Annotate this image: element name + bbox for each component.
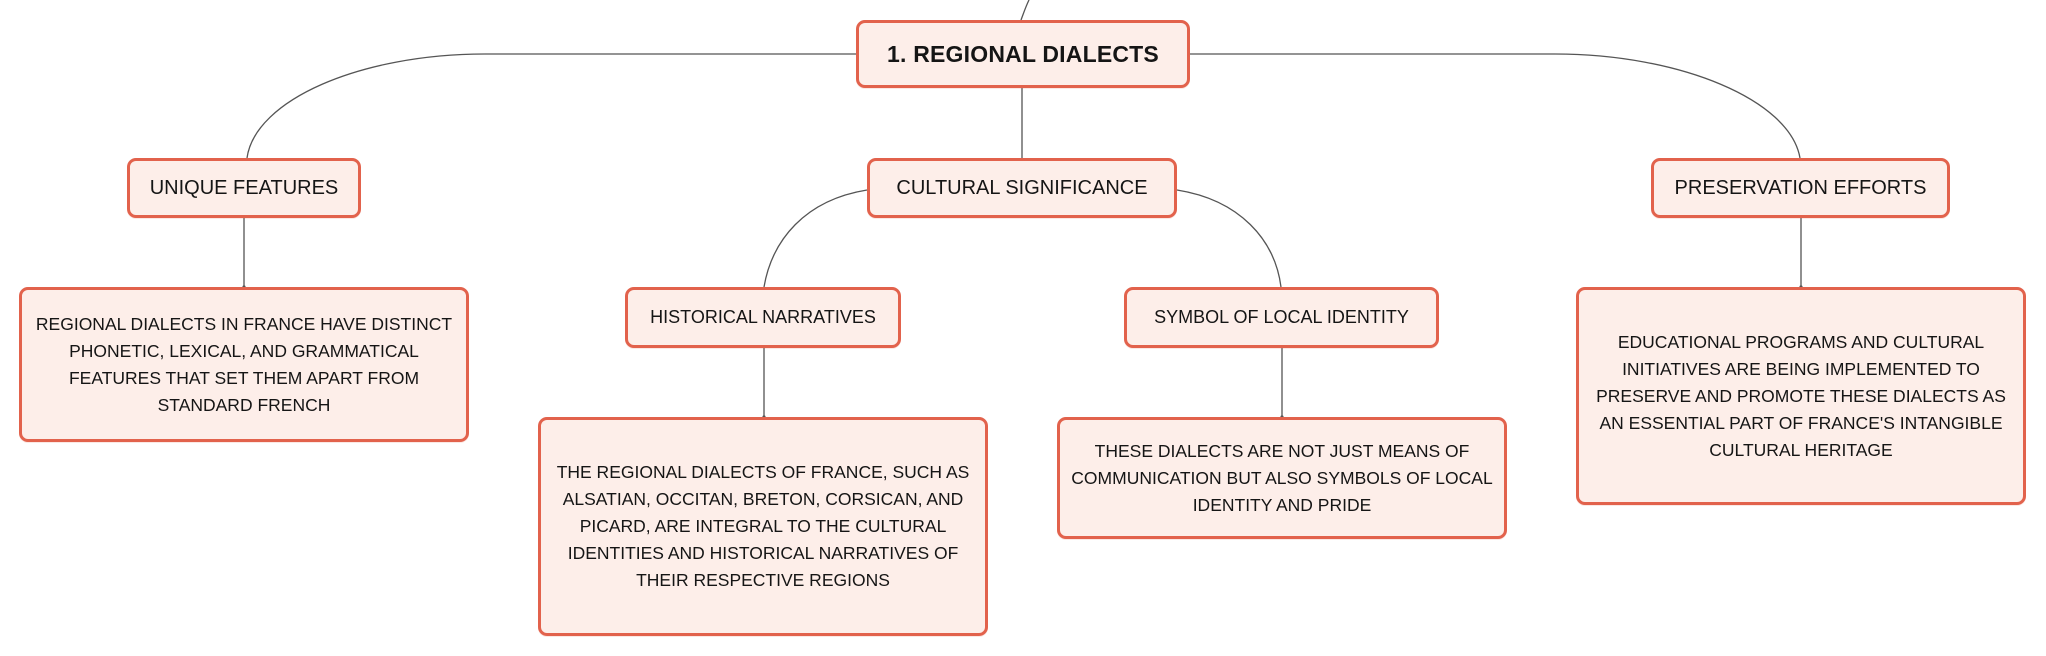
cultural-significance-label: CULTURAL SIGNIFICANCE xyxy=(896,176,1148,199)
historical-narratives-label: HISTORICAL NARRATIVES xyxy=(650,307,876,327)
root-node-label: 1. REGIONAL DIALECTS xyxy=(887,40,1159,67)
connector-cultural-to-historical xyxy=(763,189,868,288)
connector-root-to-preservation-efforts xyxy=(1190,53,1801,159)
unique-features-node[interactable]: UNIQUE FEATURES xyxy=(127,158,361,218)
preservation-efforts-description: EDUCATIONAL PROGRAMS AND CULTURAL INITIA… xyxy=(1596,331,2006,460)
preservation-efforts-label: PRESERVATION EFFORTS xyxy=(1674,176,1927,199)
symbol-of-local-identity-label: SYMBOL OF LOCAL IDENTITY xyxy=(1154,307,1409,327)
symbol-of-local-identity-description-node[interactable]: THESE DIALECTS ARE NOT JUST MEANS OF COM… xyxy=(1057,417,1507,539)
connector-parent-to-root xyxy=(1020,0,1030,21)
symbol-of-local-identity-description: THESE DIALECTS ARE NOT JUST MEANS OF COM… xyxy=(1071,440,1493,515)
unique-features-description: REGIONAL DIALECTS IN FRANCE HAVE DISTINC… xyxy=(35,313,453,415)
historical-narratives-description: THE REGIONAL DIALECTS OF FRANCE, SUCH AS… xyxy=(556,462,970,590)
unique-features-label: UNIQUE FEATURES xyxy=(149,176,339,199)
preservation-efforts-description-node[interactable]: EDUCATIONAL PROGRAMS AND CULTURAL INITIA… xyxy=(1576,287,2026,505)
historical-narratives-node[interactable]: HISTORICAL NARRATIVES xyxy=(625,287,901,348)
preservation-efforts-node[interactable]: PRESERVATION EFFORTS xyxy=(1651,158,1950,218)
symbol-of-local-identity-node[interactable]: SYMBOL OF LOCAL IDENTITY xyxy=(1124,287,1439,348)
root-node[interactable]: 1. REGIONAL DIALECTS xyxy=(856,20,1190,88)
unique-features-description-node[interactable]: REGIONAL DIALECTS IN FRANCE HAVE DISTINC… xyxy=(19,287,469,442)
connector-root-to-unique-features xyxy=(246,53,856,159)
historical-narratives-description-node[interactable]: THE REGIONAL DIALECTS OF FRANCE, SUCH AS… xyxy=(538,417,988,636)
connector-cultural-to-symbol xyxy=(1176,189,1282,288)
cultural-significance-node[interactable]: CULTURAL SIGNIFICANCE xyxy=(867,158,1177,218)
